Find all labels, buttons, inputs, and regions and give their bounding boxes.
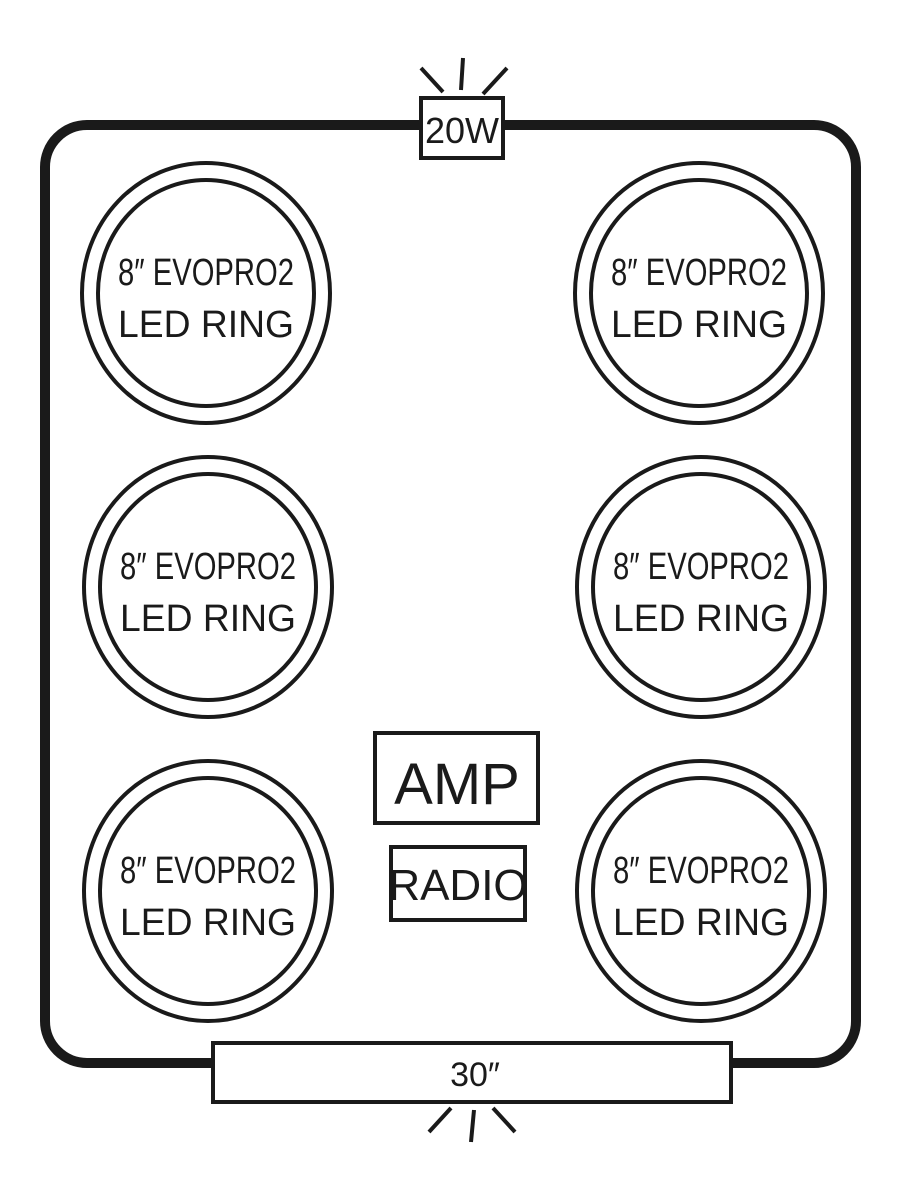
- light-ray-icon: [469, 1109, 476, 1143]
- speaker-ring-2: 8″ EVOPRO2 LED RING: [573, 161, 825, 425]
- speaker-label-line2: LED RING: [613, 902, 789, 944]
- speaker-label-line1: 8″ EVOPRO2: [611, 252, 787, 294]
- speaker-ring-4: 8″ EVOPRO2 LED RING: [575, 455, 827, 719]
- top-light-label: 20W: [425, 110, 499, 151]
- amp-box: AMP: [373, 731, 540, 825]
- speaker-ring-5: 8″ EVOPRO2 LED RING: [82, 759, 334, 1023]
- amp-label: AMP: [394, 752, 520, 817]
- speaker-label-line2: LED RING: [118, 304, 294, 346]
- speaker-label-line1: 8″ EVOPRO2: [120, 546, 296, 588]
- top-light-box: [419, 96, 505, 160]
- light-ray-icon: [459, 57, 465, 91]
- speaker-label-line2: LED RING: [613, 598, 789, 640]
- speaker-ring-3: 8″ EVOPRO2 LED RING: [82, 455, 334, 719]
- speaker-label-line1: 8″ EVOPRO2: [613, 850, 789, 892]
- radio-box: RADIO: [388, 845, 528, 922]
- speaker-ring-6: 8″ EVOPRO2 LED RING: [575, 759, 827, 1023]
- speaker-label-line2: LED RING: [611, 304, 787, 346]
- bottom-light-bar-box: [211, 1041, 733, 1104]
- speaker-label-line1: 8″ EVOPRO2: [118, 252, 294, 294]
- top-light: 20W: [419, 57, 509, 160]
- speaker-label-line1: 8″ EVOPRO2: [120, 850, 296, 892]
- light-ray-icon: [491, 1106, 517, 1134]
- speaker-ring-1: 8″ EVOPRO2 LED RING: [80, 161, 332, 425]
- light-ray-icon: [427, 1106, 453, 1134]
- bottom-light-bar: 30″: [211, 1041, 733, 1143]
- bottom-light-bar-label: 30″: [450, 1056, 500, 1094]
- speaker-label-line1: 8″ EVOPRO2: [613, 546, 789, 588]
- light-ray-icon: [419, 66, 445, 94]
- speaker-label-line2: LED RING: [120, 598, 296, 640]
- speaker-label-line2: LED RING: [120, 902, 296, 944]
- light-ray-icon: [481, 66, 509, 96]
- radio-label: RADIO: [388, 861, 527, 910]
